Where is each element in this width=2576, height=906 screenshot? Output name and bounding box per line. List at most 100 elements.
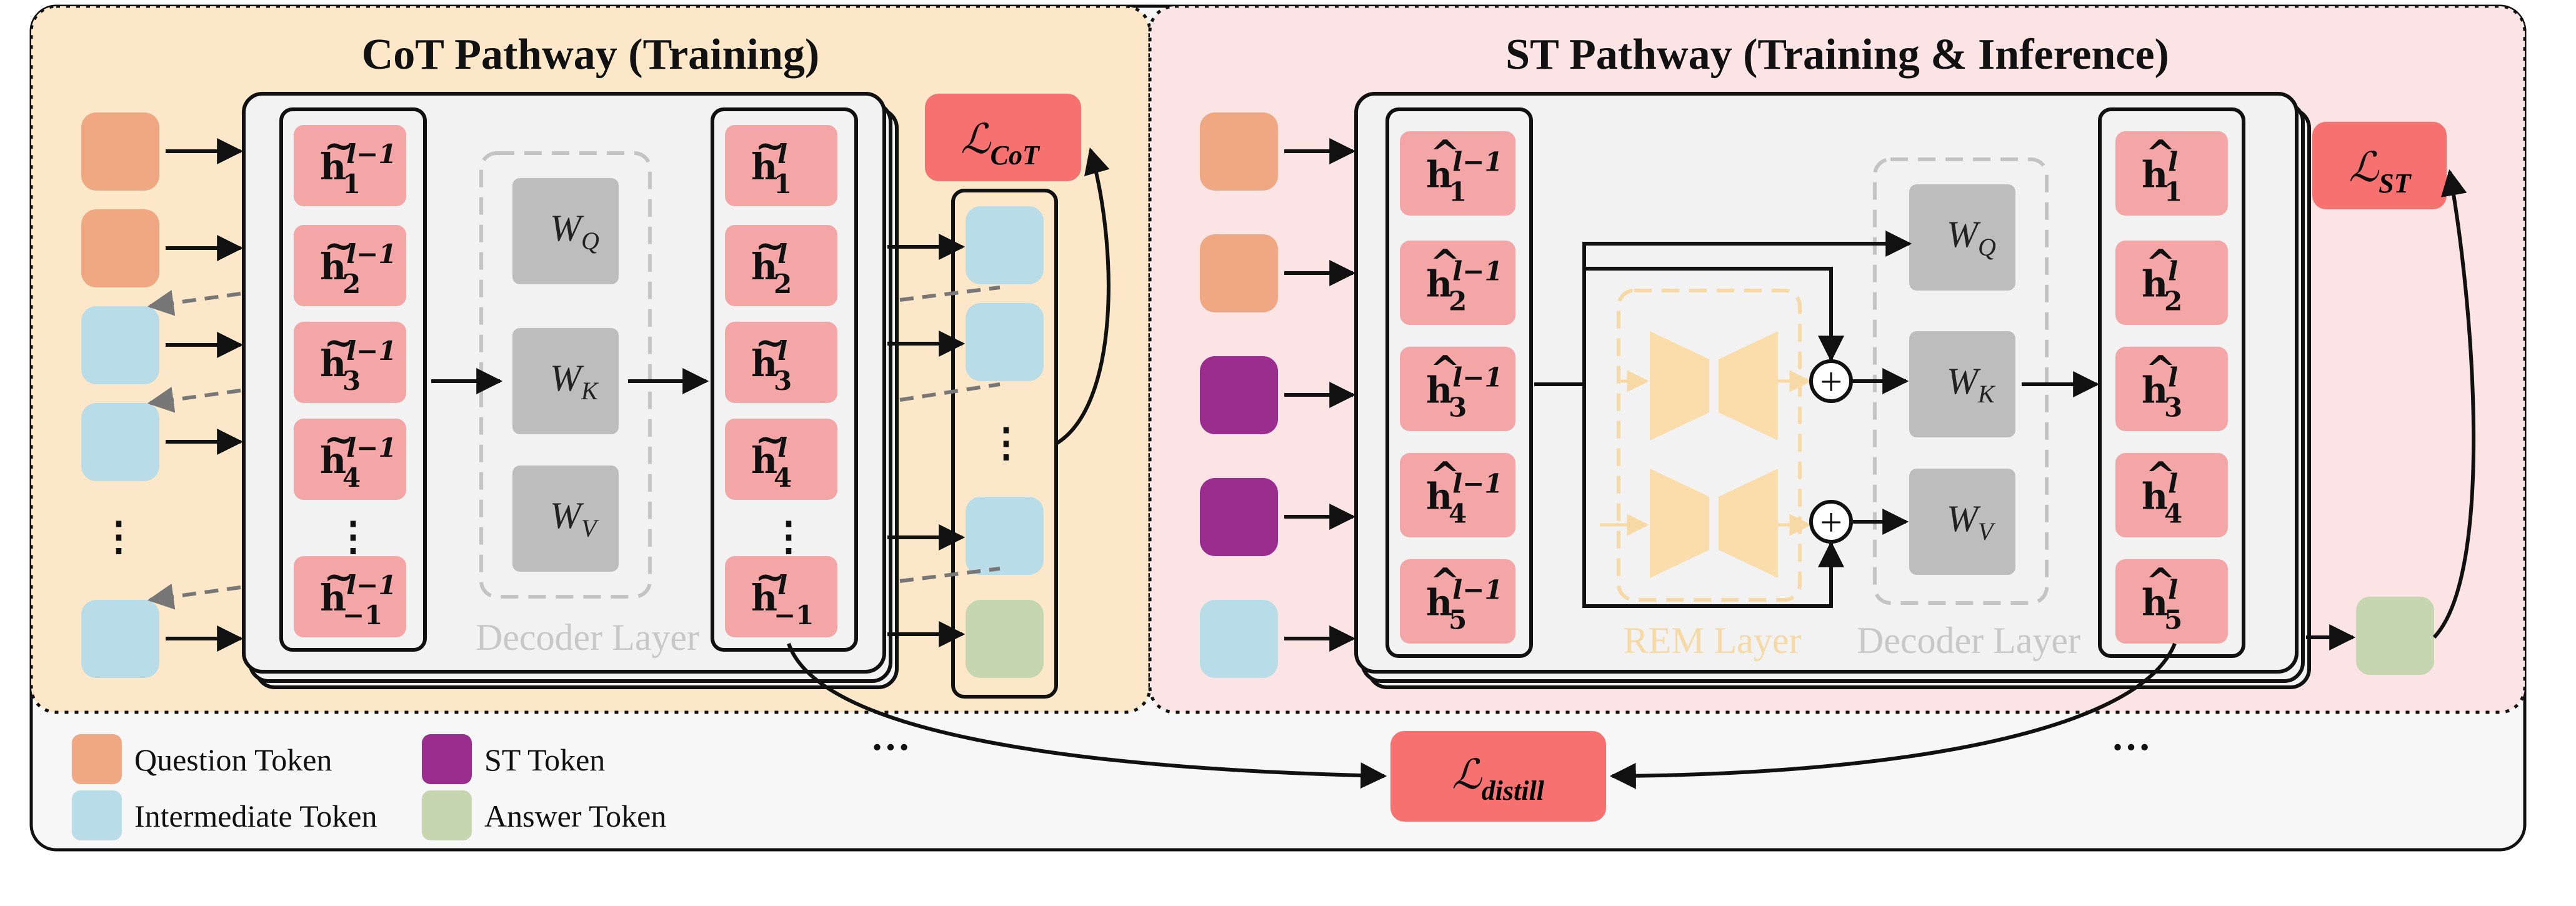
st-w2-box bbox=[1909, 469, 2015, 575]
cot-decoder-layer-label: Decoder Layer bbox=[476, 617, 699, 658]
st-in-h5-box bbox=[1400, 559, 1515, 644]
cot-in-h4-sup: l−1 bbox=[346, 432, 396, 463]
cot-w2-box bbox=[512, 465, 619, 572]
cot-out-h5-letter: h bbox=[751, 577, 777, 619]
st-out-h3-accent: ^ bbox=[2145, 348, 2176, 391]
st-out-h2-sup: l bbox=[2168, 256, 2178, 287]
cot-in-h2-accent: ~ bbox=[324, 224, 354, 267]
st-w2-sub: V bbox=[1978, 517, 1996, 545]
st-output-hidden-column bbox=[2098, 107, 2245, 658]
cot-output-token-2 bbox=[966, 303, 1044, 381]
st-out-h3-sub: 3 bbox=[2164, 392, 2182, 423]
cot-in-h1-sup: l−1 bbox=[346, 139, 396, 169]
cot-w2-label: WV bbox=[550, 495, 599, 542]
cot-out-h5-label: hl−1 bbox=[751, 570, 814, 630]
st-out-h3-box bbox=[2115, 347, 2228, 431]
st-out-h1-box bbox=[2115, 131, 2228, 216]
cot-token-2 bbox=[81, 209, 159, 287]
cot-in-h4-accent: ~ bbox=[324, 418, 354, 460]
st-out-h5-letter: h bbox=[2142, 582, 2168, 624]
st-add-lower-sign: + bbox=[1820, 500, 1842, 544]
cot-out-h3-sup: l bbox=[777, 336, 787, 366]
st-answer-token bbox=[2356, 597, 2434, 675]
cot-output-tokens bbox=[887, 206, 1044, 678]
cot-out-h1-sub: 1 bbox=[774, 169, 792, 199]
distill-arrow-from-st bbox=[1609, 642, 2177, 789]
cot-in-h2-sub: 2 bbox=[342, 269, 361, 299]
legend-label-4: Answer Token bbox=[484, 799, 666, 834]
st-w1-label: WK bbox=[1947, 361, 1996, 408]
st-in-h1-sup: l−1 bbox=[1452, 147, 1502, 177]
cot-w0-label: WQ bbox=[550, 207, 599, 255]
cot-input-hidden-column bbox=[279, 107, 427, 652]
cot-w0-letter: W bbox=[550, 207, 584, 249]
distill-arrow-from-cot bbox=[787, 643, 1387, 789]
cot-output-dashed-2 bbox=[899, 382, 1001, 402]
st-w1-box bbox=[1909, 331, 2015, 437]
st-in-h3-sub: 3 bbox=[1449, 392, 1467, 423]
cot-output-token-4 bbox=[966, 600, 1044, 678]
cot-in-h1-box bbox=[294, 125, 406, 206]
st-out-h1-sup: l bbox=[2168, 147, 2178, 177]
cot-in-h3-sup: l−1 bbox=[346, 336, 396, 366]
cot-in-h4-letter: h bbox=[320, 439, 346, 482]
st-out-h3-sup: l bbox=[2168, 362, 2178, 393]
cot-in-h3-sub: 3 bbox=[342, 366, 361, 396]
legend-label-2: ST Token bbox=[484, 742, 605, 777]
cot-in-h5-sub: −1 bbox=[342, 600, 382, 630]
st-in-h5-sub: 5 bbox=[1449, 605, 1467, 635]
st-in-h3-accent: ^ bbox=[1430, 348, 1460, 391]
rem-layer-box bbox=[1617, 289, 1802, 602]
cot-in-h5-label: hl−1−1 bbox=[320, 570, 397, 630]
legend-label-1: Question Token bbox=[134, 742, 332, 777]
legend-swatch-3 bbox=[72, 790, 122, 840]
st-out-h3-letter: h bbox=[2142, 369, 2168, 412]
distill-loss-box bbox=[1390, 731, 1606, 822]
cot-output-hidden-column bbox=[711, 107, 858, 652]
st-out-h2-box bbox=[2115, 241, 2228, 325]
st-in-h2-letter: h bbox=[1426, 263, 1452, 306]
rem-lower-decoder bbox=[1719, 469, 1778, 578]
st-in-h3-letter: h bbox=[1426, 369, 1452, 412]
cot-out-h2-sup: l bbox=[777, 239, 787, 269]
st-out-h4-sub: 4 bbox=[2164, 499, 2182, 529]
st-add-lower bbox=[1809, 500, 1853, 544]
legend-swatch-2 bbox=[422, 734, 472, 784]
cot-right-vdots: ⋮ bbox=[986, 421, 1026, 465]
cot-feedback-arrow-3 bbox=[147, 584, 241, 610]
legend-label-3: Intermediate Token bbox=[134, 799, 377, 834]
cot-in-h3-accent: ~ bbox=[324, 321, 354, 364]
cot-feedback-arrow-2 bbox=[147, 387, 241, 413]
cot-w2-sub: V bbox=[581, 514, 599, 542]
cot-output-vdots: ⋮ bbox=[769, 514, 809, 559]
st-token-5 bbox=[1200, 600, 1278, 678]
cot-w1-box bbox=[512, 328, 619, 434]
st-in-h4-sub: 4 bbox=[1449, 499, 1467, 529]
cot-out-h4-accent: ~ bbox=[755, 418, 786, 460]
cot-out-h3-sub: 3 bbox=[774, 366, 792, 396]
cot-w1-letter: W bbox=[550, 357, 584, 399]
st-out-h1-accent: ^ bbox=[2145, 132, 2176, 175]
cot-out-h2-accent: ~ bbox=[755, 224, 786, 267]
cot-out-h4-sub: 4 bbox=[774, 462, 792, 493]
cot-out-h4-sup: l bbox=[777, 432, 787, 463]
st-in-h5-letter: h bbox=[1426, 582, 1452, 624]
st-out-h4-box bbox=[2115, 453, 2228, 537]
st-out-h2-accent: ^ bbox=[2145, 242, 2176, 284]
st-layer-ellipsis: … bbox=[2111, 714, 2151, 759]
st-token-4 bbox=[1200, 478, 1278, 556]
st-in-h4-sup: l−1 bbox=[1452, 469, 1502, 499]
